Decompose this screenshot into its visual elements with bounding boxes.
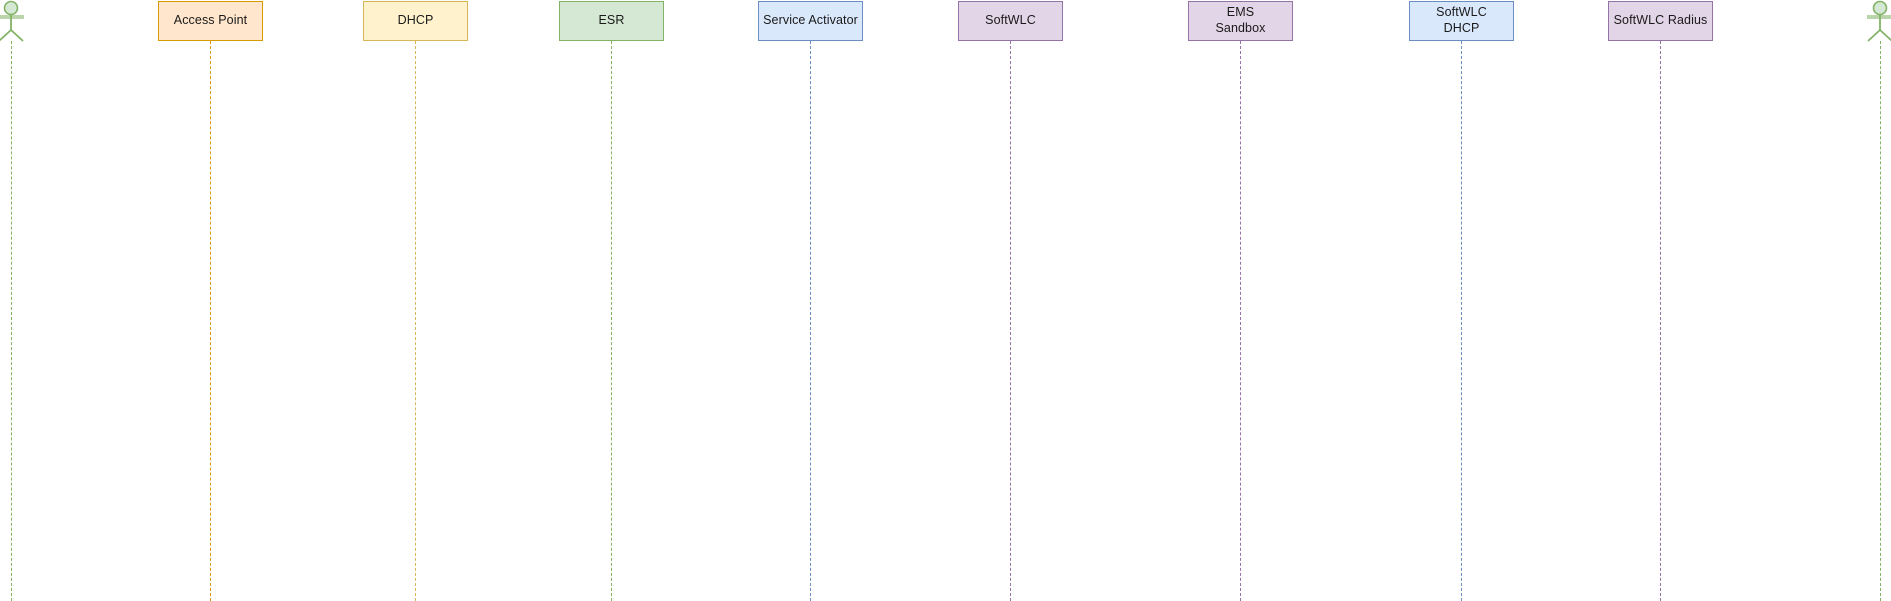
participant-softwlc-dhcp[interactable]: SoftWLC DHCP: [1409, 1, 1514, 41]
participant-esr[interactable]: ESR: [559, 1, 664, 41]
participant-label: DHCP: [397, 13, 434, 28]
lifeline-esr: [611, 41, 612, 601]
participant-softwlc[interactable]: SoftWLC: [958, 1, 1063, 41]
participant-access-point[interactable]: Access Point: [158, 1, 263, 41]
lifeline-ems-sandbox: [1240, 41, 1241, 601]
participant-softwlc-radius[interactable]: SoftWLC Radius: [1608, 1, 1713, 41]
participant-label: Access Point: [173, 13, 248, 28]
lifeline-softwlc-dhcp: [1461, 41, 1462, 601]
participant-label: SoftWLC Radius: [1613, 13, 1708, 28]
participant-label: ESR: [598, 13, 625, 28]
participant-service-activator[interactable]: Service Activator: [758, 1, 863, 41]
participant-label: SoftWLC DHCP: [1436, 5, 1487, 35]
lifeline-access-point: [210, 41, 211, 601]
participant-ems-sandbox[interactable]: EMS Sandbox: [1188, 1, 1293, 41]
lifeline-softwlc-radius: [1660, 41, 1661, 601]
lifeline-actor-right: [1880, 41, 1881, 601]
participant-dhcp[interactable]: DHCP: [363, 1, 468, 41]
participant-label: SoftWLC: [985, 13, 1036, 28]
actor-left-icon: [0, 0, 31, 44]
actor-right-icon: [1860, 0, 1891, 44]
participant-label: EMS Sandbox: [1215, 5, 1266, 35]
participant-label: Service Activator: [763, 13, 858, 28]
lifeline-softwlc: [1010, 41, 1011, 601]
lifeline-service-activator: [810, 41, 811, 601]
lifeline-dhcp: [415, 41, 416, 601]
lifeline-actor-left: [11, 41, 12, 601]
